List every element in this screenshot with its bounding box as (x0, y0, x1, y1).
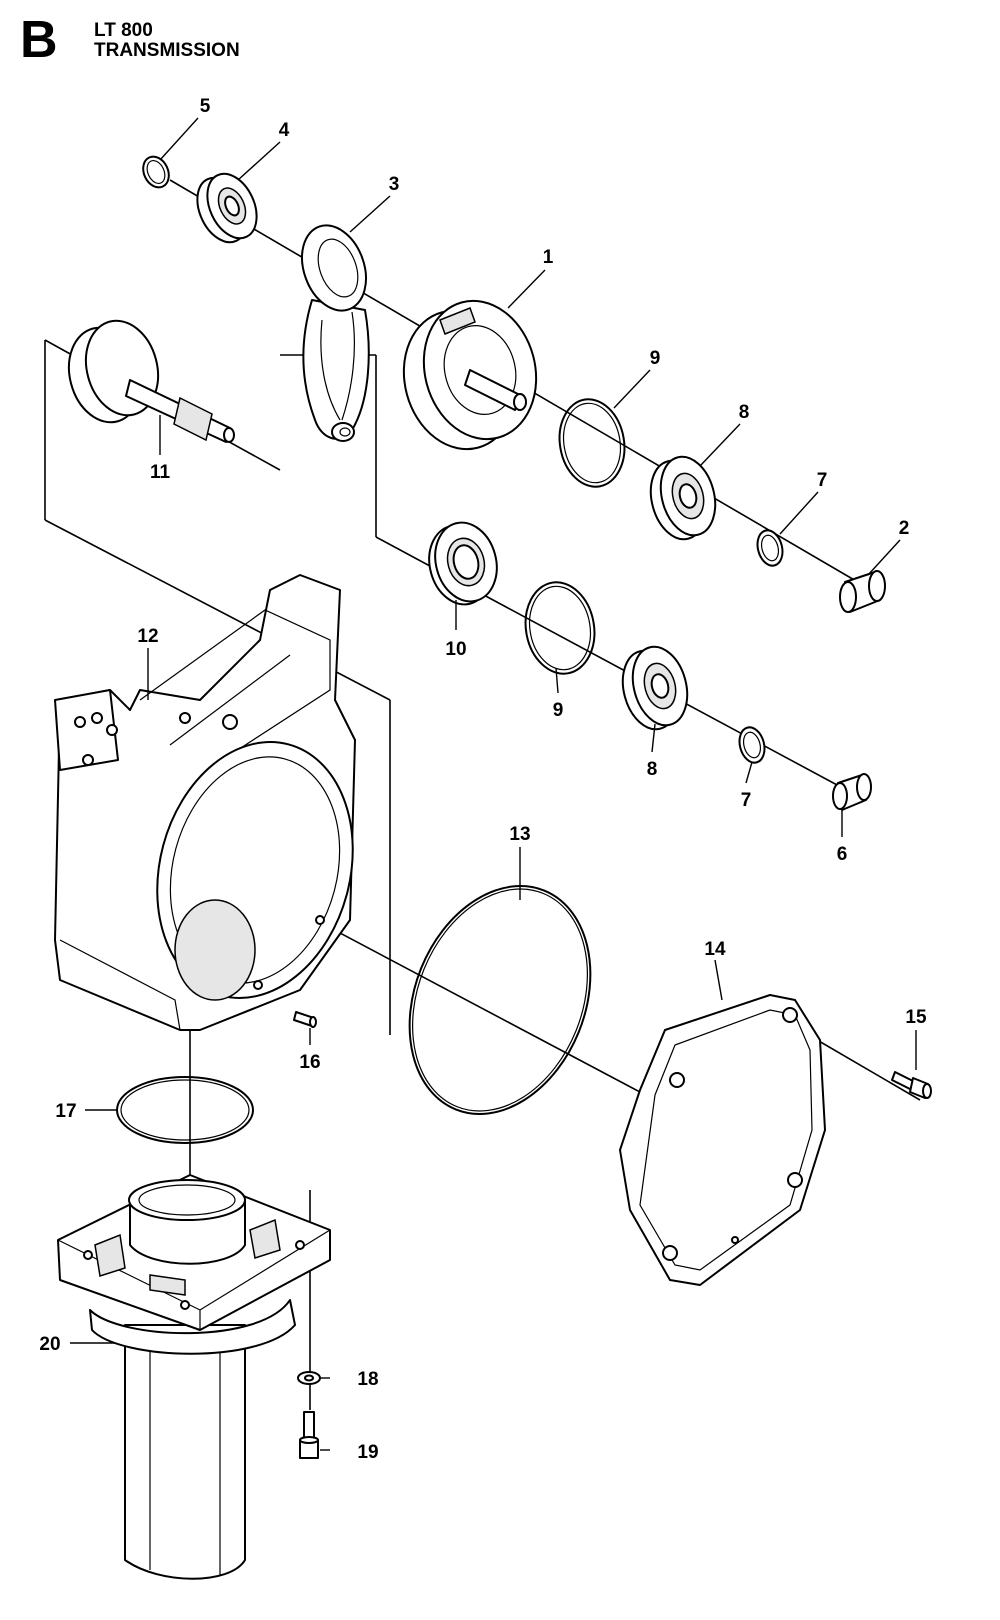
part-7-circlip-lower (738, 726, 766, 764)
callout-9-upper: 9 (650, 348, 661, 369)
callout-8-lower: 8 (647, 759, 658, 780)
part-1-crankshaft (402, 299, 538, 451)
callout-6: 6 (837, 844, 848, 865)
callout-numbers: 5 4 3 1 9 8 7 2 11 12 10 9 8 7 6 13 14 1… (39, 96, 927, 1463)
part-9-snap-ring-lower (524, 581, 596, 675)
callout-4: 4 (279, 120, 290, 141)
callout-2: 2 (899, 518, 910, 539)
callout-11: 11 (150, 462, 171, 483)
part-6-bushing (832, 773, 872, 811)
part-18-washer (297, 1371, 321, 1385)
section-letter: B (20, 11, 58, 69)
callout-19: 19 (357, 1442, 378, 1463)
callout-8-upper: 8 (739, 402, 750, 423)
part-2-bushing (839, 570, 886, 613)
part-13-o-ring (408, 885, 592, 1115)
model-name: LT 800 (94, 20, 153, 41)
callout-20: 20 (39, 1334, 60, 1355)
part-17-o-ring (116, 1076, 254, 1144)
callout-leader-lines (70, 117, 917, 1451)
callout-12: 12 (137, 626, 158, 647)
diagram-header: B LT 800 TRANSMISSION (20, 14, 420, 80)
callout-1: 1 (543, 247, 554, 268)
callout-9-lower: 9 (553, 700, 564, 721)
callout-15: 15 (905, 1007, 927, 1028)
part-3-connecting-rod (301, 224, 370, 442)
part-11-pinion-shaft (67, 319, 235, 443)
callout-16: 16 (299, 1052, 320, 1073)
callout-7-lower: 7 (741, 790, 752, 811)
callout-18: 18 (357, 1369, 378, 1390)
part-4-bearing (196, 172, 258, 244)
part-5-circlip (142, 155, 170, 189)
callout-3: 3 (389, 174, 400, 195)
part-7-circlip-upper (756, 529, 784, 567)
part-16-pin (293, 1011, 317, 1028)
part-14-cover (619, 994, 826, 1286)
part-10-oil-seal (428, 521, 498, 606)
callout-17: 17 (55, 1101, 76, 1122)
part-19-screw (299, 1411, 319, 1459)
callout-14: 14 (704, 939, 726, 960)
diagram-title: TRANSMISSION (94, 40, 240, 61)
part-12-gear-housing (54, 574, 356, 1031)
part-8-bearing-upper (649, 455, 717, 541)
part-20-flange-housing (57, 1174, 331, 1580)
callout-5: 5 (200, 96, 211, 117)
part-9-snap-ring-upper (558, 398, 626, 488)
part-8-bearing-lower (621, 645, 689, 731)
callout-10: 10 (445, 639, 466, 660)
callout-13: 13 (509, 824, 530, 845)
part-15-screw (891, 1071, 932, 1099)
callout-7-upper: 7 (817, 470, 828, 491)
